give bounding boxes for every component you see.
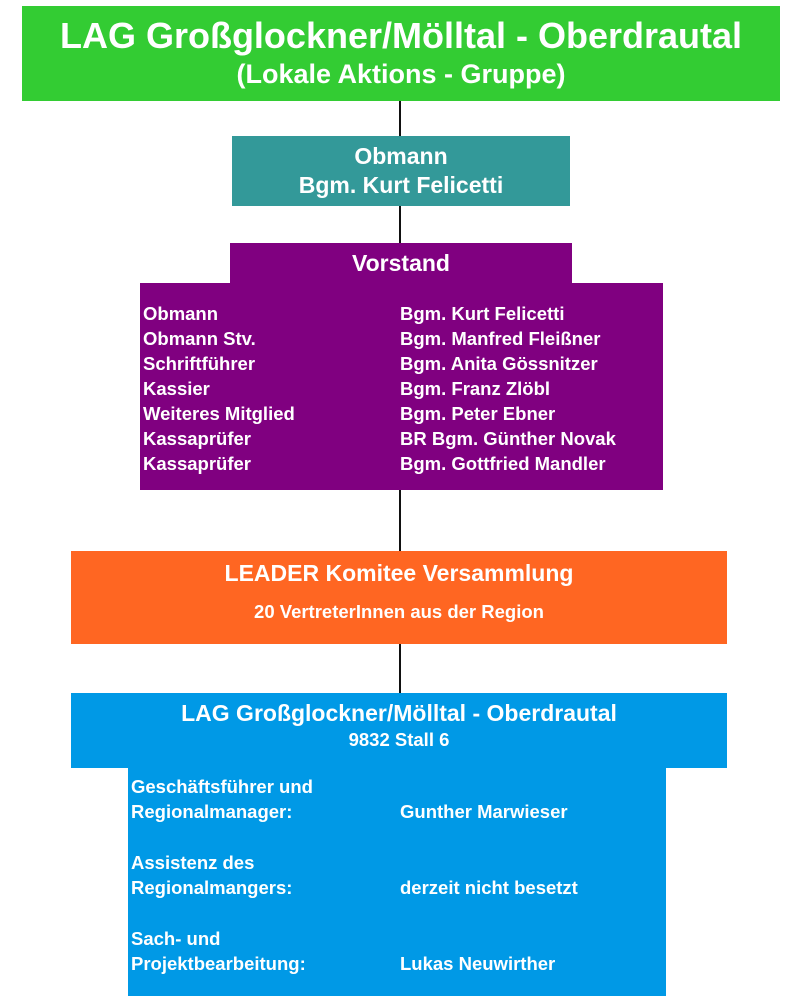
lag-title: LAG Großglockner/Mölltal - Oberdrautal: [59, 15, 743, 56]
connector-lag-obmann: [399, 100, 401, 137]
connector-leader-office: [399, 643, 401, 694]
vorstand-member-role: Obmann Stv.: [143, 328, 256, 349]
vorstand-member-name: Bgm. Manfred Fleißner: [400, 328, 601, 349]
vorstand-member-role: Kassaprüfer: [143, 428, 251, 449]
vorstand-member-name: Bgm. Franz Zlöbl: [400, 378, 551, 399]
staff-name: Gunther Marwieser: [400, 801, 568, 822]
connector-obmann-vorstand: [399, 205, 401, 244]
vorstand-title: Vorstand: [352, 250, 450, 276]
vorstand-member-name: BR Bgm. Günther Novak: [400, 428, 616, 449]
lag-header-box: LAG Großglockner/Mölltal - Oberdrautal (…: [22, 6, 780, 101]
vorstand-member-name: Bgm. Peter Ebner: [400, 403, 556, 424]
staff-role-line2: Projektbearbeitung:: [131, 953, 306, 974]
staff-name: derzeit nicht besetzt: [400, 877, 578, 898]
vorstand-member-role: Schriftführer: [143, 353, 256, 374]
office-header: LAG Großglockner/Mölltal - Oberdrautal 9…: [71, 693, 727, 768]
lag-subtitle: (Lokale Aktions - Gruppe): [236, 59, 566, 89]
staff-role-line2: Regionalmangers:: [131, 877, 293, 898]
connector-vorstand-leader: [399, 489, 401, 552]
staff-role-line1: Geschäftsführer und: [131, 776, 313, 797]
obmann-box: Obmann Bgm. Kurt Felicetti: [232, 136, 570, 206]
office-address: 9832 Stall 6: [348, 729, 450, 750]
vorstand-member-role: Weiteres Mitglied: [143, 403, 295, 424]
vorstand-member-role: Obmann: [143, 303, 219, 324]
vorstand-member-name: Bgm. Anita Gössnitzer: [400, 353, 598, 374]
vorstand-member-role: Kassaprüfer: [143, 453, 251, 474]
vorstand-member-name: Bgm. Kurt Felicetti: [400, 303, 565, 324]
staff-role-line1: Assistenz des: [131, 852, 255, 873]
staff-name: Lukas Neuwirther: [400, 953, 556, 974]
obmann-name: Bgm. Kurt Felicetti: [298, 172, 504, 198]
vorstand-member-role: Kassier: [143, 378, 210, 399]
vorstand-member-name: Bgm. Gottfried Mandler: [400, 453, 606, 474]
leader-title: LEADER Komitee Versammlung: [224, 560, 574, 586]
office-staff-list: Geschäftsführer und Regionalmanager: Gun…: [128, 766, 666, 996]
staff-role-line1: Sach- und: [131, 928, 221, 949]
vorstand-member-list: Obmann Bgm. Kurt Felicetti Obmann Stv. B…: [140, 283, 663, 490]
office-title: LAG Großglockner/Mölltal - Oberdrautal: [181, 700, 617, 726]
vorstand-header: Vorstand: [230, 243, 572, 285]
staff-role-line2: Regionalmanager:: [131, 801, 293, 822]
obmann-title: Obmann: [354, 143, 448, 169]
leader-box: LEADER Komitee Versammlung 20 VertreterI…: [71, 551, 727, 644]
leader-subtitle: 20 VertreterInnen aus der Region: [254, 601, 544, 622]
